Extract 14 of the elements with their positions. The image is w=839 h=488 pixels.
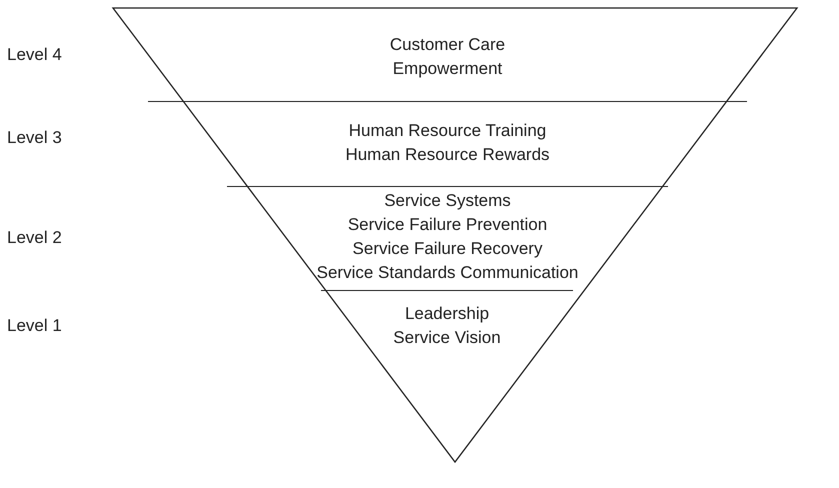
level-label: Level 4 — [7, 44, 62, 66]
band-text: Human Resource Training — [348, 120, 546, 142]
band-text: Service Systems — [384, 190, 511, 212]
band-text: Human Resource Rewards — [345, 144, 550, 166]
band-text: Service Failure Prevention — [348, 214, 548, 236]
band-text: Service Failure Recovery — [352, 238, 542, 260]
level-label: Level 3 — [7, 127, 62, 149]
band-text: Customer Care — [390, 34, 506, 56]
level-label: Level 1 — [7, 315, 62, 337]
level-label: Level 2 — [7, 227, 62, 249]
band-text: Leadership — [404, 303, 490, 325]
band-text: Service Vision — [393, 327, 501, 349]
band-text: Empowerment — [392, 58, 502, 80]
band-text: Service Standards Communication — [316, 262, 578, 284]
